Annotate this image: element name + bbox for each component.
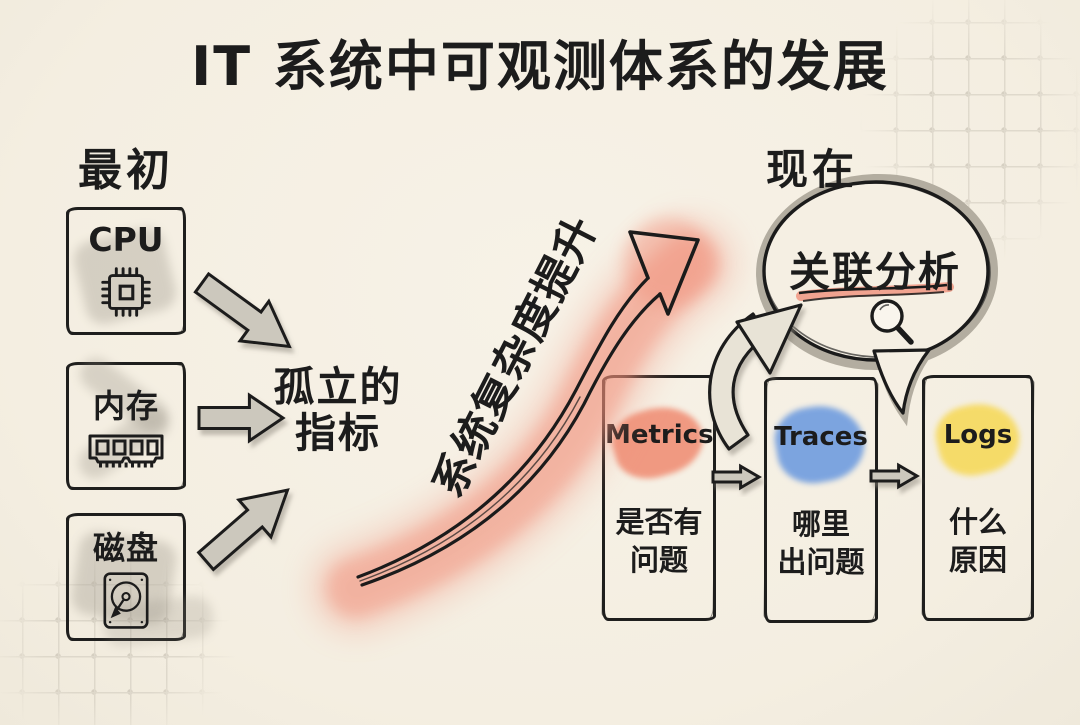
resource-label: CPU <box>88 219 164 259</box>
complexity-arrowhead <box>628 230 700 316</box>
bubble-underline <box>796 282 954 302</box>
isolated-metrics-text: 孤立的 指标 <box>252 364 424 457</box>
pillar-desc: 哪里 出问题 <box>767 505 875 582</box>
page-title: IT 系统中可观测体系的发展 <box>191 35 889 98</box>
pillar-desc-line1: 哪里 <box>791 507 850 541</box>
pillar-desc-line2: 出问题 <box>777 545 865 580</box>
complexity-arrow-outline <box>356 230 700 587</box>
resource-label: 磁盘 <box>92 529 159 567</box>
magnifier-icon <box>870 299 914 345</box>
resource-box-cpu: CPU <box>66 207 186 335</box>
isolated-metrics-line2: 指标 <box>295 409 381 458</box>
pillar-traces: Traces 哪里 出问题 <box>764 377 878 623</box>
pillar-desc-line2: 问题 <box>629 543 688 578</box>
pillar-title: Traces <box>774 422 868 452</box>
pillar-arrows <box>713 465 917 488</box>
pillar-desc-line2: 原因 <box>948 543 1007 578</box>
disk-drive-icon <box>103 572 149 629</box>
arrow-disk-to-metrics <box>190 472 304 580</box>
arrow-metrics-to-traces <box>713 466 759 488</box>
isolated-metrics-line1: 孤立的 <box>273 363 403 411</box>
arrow-cpu-to-metrics <box>188 263 304 366</box>
pillar-desc: 是否有 问题 <box>605 503 713 580</box>
bubble-label: 关联分析 <box>789 248 961 296</box>
pillar-desc-line1: 是否有 <box>615 505 703 539</box>
cpu-chip-icon <box>101 266 151 317</box>
arrow-traces-to-bubble <box>708 303 803 451</box>
bubble-tail <box>872 348 931 415</box>
pillar-title: Logs <box>943 420 1013 450</box>
pillar-logs: Logs 什么 原因 <box>922 375 1034 621</box>
resource-label: 内存 <box>92 387 159 425</box>
speech-bubble <box>756 173 998 427</box>
pillar-desc: 什么 原因 <box>925 503 1031 580</box>
block-arrows-left <box>188 263 304 579</box>
resource-box-disk: 磁盘 <box>66 513 215 648</box>
memory-ram-icon <box>88 434 164 468</box>
stage-label-initial: 最初 <box>78 145 174 196</box>
pillar-desc-line1: 什么 <box>948 505 1007 539</box>
arrow-traces-to-logs <box>871 465 917 487</box>
stage-label-now: 现在 <box>766 145 859 194</box>
resource-box-memory: 内存 <box>66 351 186 490</box>
arrow-memory-to-metrics <box>199 395 283 441</box>
